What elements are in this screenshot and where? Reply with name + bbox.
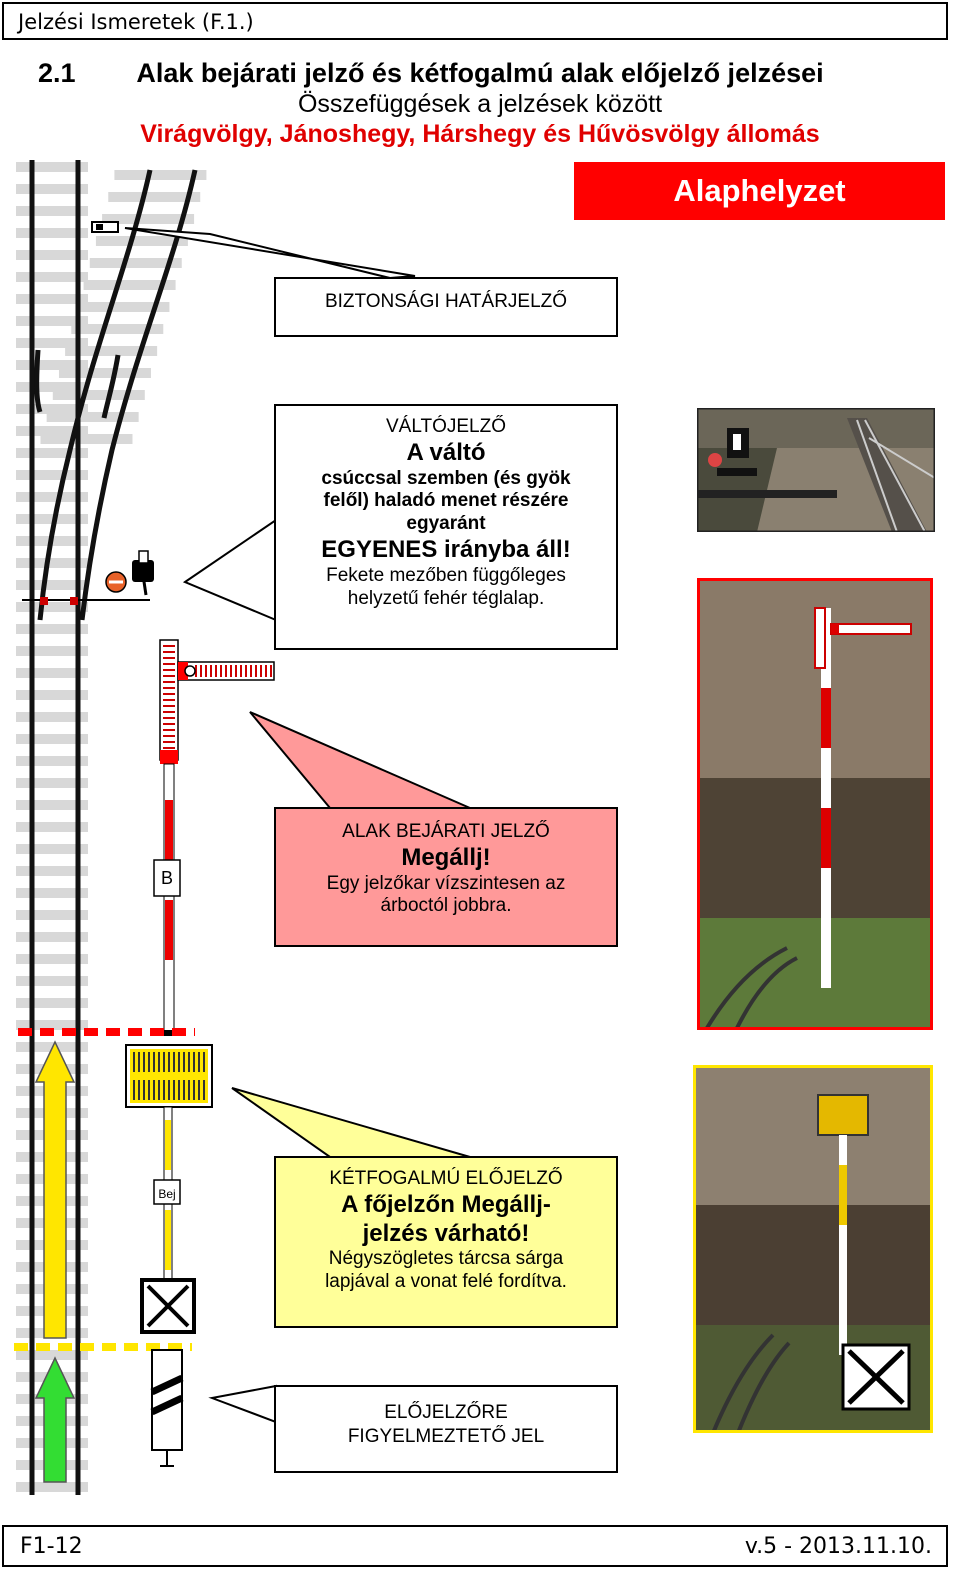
mast-letter: B <box>161 868 173 888</box>
switch-label: VÁLTÓJELZŐ <box>385 416 506 437</box>
warning-post-icon <box>150 1349 184 1467</box>
distant-headline-2: jelzés várható! <box>362 1219 530 1247</box>
callout-warning: ELŐJELZŐRE FIGYELMEZTETŐ JEL <box>274 1385 618 1473</box>
entry-headline: Megállj! <box>401 843 491 871</box>
switch-desc-2: helyzetű fehér téglalap. <box>347 587 545 609</box>
photo-distant-signal <box>693 1065 933 1433</box>
distant-desc-2: lapjával a vonat felé fordítva. <box>325 1271 567 1293</box>
distant-signal-icon: Bej <box>125 1044 213 1334</box>
photo-switch-indicator <box>697 408 935 532</box>
switch-headline-2: EGYENES irányba áll! <box>321 535 571 563</box>
entry-desc-2: árboctól jobbra. <box>380 895 512 917</box>
callout-entry: ALAK BEJÁRATI JELZŐ Megállj! Egy jelzőka… <box>274 807 618 947</box>
distant-plate: Bej <box>158 1187 175 1201</box>
page-header: Jelzési Ismeretek (F.1.) <box>2 2 948 40</box>
warning-label-2: FIGYELMEZTETŐ JEL <box>347 1425 545 1447</box>
safety-marker-icon <box>91 221 119 233</box>
page-number: F1-12 <box>20 1534 83 1559</box>
distant-label: KÉTFOGALMÚ ELŐJELZŐ <box>329 1168 563 1189</box>
version-date: v.5 - 2013.11.10. <box>744 1534 932 1559</box>
switch-detail-2: felől) haladó menet részére <box>323 490 569 512</box>
diverging-rail-1 <box>37 169 153 621</box>
header-title: Jelzési Ismeretek (F.1.) <box>18 10 254 34</box>
photo-entry-signal <box>697 578 933 1030</box>
callout-distant: KÉTFOGALMÚ ELŐJELZŐ A főjelzőn Megállj- … <box>274 1156 618 1328</box>
switch-desc-1: Fekete mezőben függőleges <box>326 564 566 586</box>
page-footer: F1-12 v.5 - 2013.11.10. <box>2 1525 948 1567</box>
track-diagram: B Bej <box>14 160 275 1495</box>
section-number: 2.1 <box>38 58 76 88</box>
state-badge: Alaphelyzet <box>574 162 945 220</box>
diverging-rail-2 <box>79 169 198 621</box>
callout-safety: BIZTONSÁGI HATÁRJELZŐ <box>274 277 618 337</box>
callout-switch: VÁLTÓJELZŐ A váltó csúccsal szemben (és … <box>274 404 618 650</box>
switch-detail-1: csúccsal szemben (és gyök <box>321 467 571 489</box>
yellow-arrow-icon <box>34 1040 76 1339</box>
switch-headline: A váltó <box>406 438 486 466</box>
entry-desc-1: Egy jelzőkar vízszintesen az <box>326 872 566 894</box>
distant-desc-1: Négyszögletes tárcsa sárga <box>328 1248 564 1270</box>
station-list: Virágvölgy, Jánoshegy, Hárshegy és Hűvös… <box>140 120 820 148</box>
section-title: Alak bejárati jelző és kétfogalmú alak e… <box>136 58 824 88</box>
entry-signal-icon: B <box>153 639 275 1036</box>
switch-indicator-icon <box>22 550 154 605</box>
warning-label-1: ELŐJELZŐRE <box>384 1402 508 1423</box>
entry-label: ALAK BEJÁRATI JELZŐ <box>342 821 550 842</box>
distant-headline-1: A főjelzőn Megállj- <box>341 1190 551 1218</box>
green-arrow-icon <box>34 1356 76 1483</box>
safety-label: BIZTONSÁGI HATÁRJELZŐ <box>324 291 568 312</box>
page-subtitle: Összefüggések a jelzések között <box>297 90 663 118</box>
switch-detail-3: egyaránt <box>406 513 486 535</box>
page-title: 2.1 Alak bejárati jelző és kétfogalmú al… <box>0 58 960 89</box>
